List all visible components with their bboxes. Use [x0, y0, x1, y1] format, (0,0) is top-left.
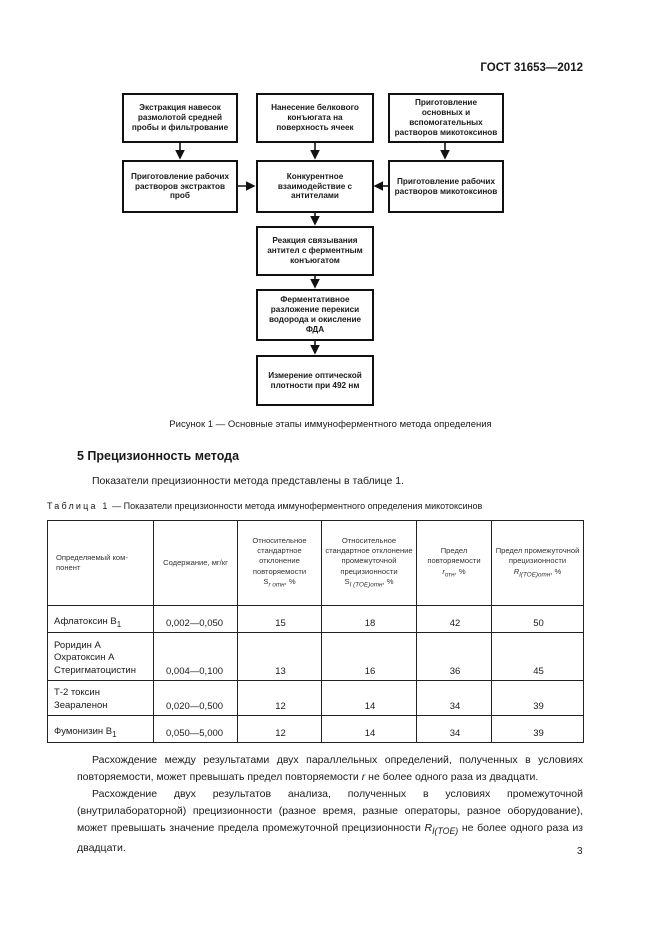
cell-repeatability-limit: 34 [416, 715, 492, 743]
cell-component: Т-2 токсин Зеараленон [47, 680, 154, 716]
box-competitive-interaction: Конкурентное взаимодействие с антителами [256, 160, 374, 213]
box-prep-main-solutions: Приготовление основных и вспомогательных… [388, 93, 504, 143]
cell-intermediate-limit: 50 [491, 605, 584, 633]
cell-component: Афлатоксин В1 [47, 605, 154, 633]
table-caption: Таблица 1 — Показатели прецизионности ме… [47, 501, 482, 511]
header-repeatability-sd: Относительное стандартное отклонение пов… [237, 520, 322, 606]
cell-repeatability-sd: 15 [237, 605, 322, 633]
table-caption-label: Таблица 1 [47, 501, 110, 511]
cell-repeatability-limit: 36 [416, 632, 492, 681]
cell-repeatability-sd: 12 [237, 715, 322, 743]
box-enzymatic-decomposition: Ферментативное разложение перекиси водор… [256, 289, 374, 341]
figure-caption: Рисунок 1 — Основные этапы иммунофермент… [169, 419, 492, 430]
table-caption-text: — Показатели прецизионности метода иммун… [112, 501, 483, 511]
cell-intermediate-sd: 18 [321, 605, 417, 633]
box-optical-measurement: Измерение оптической плотности при 492 н… [256, 355, 374, 406]
header-component: Определяемый ком-понент [47, 520, 154, 606]
table-row: Роридин А Охратоксин А Стеригматоцистин … [47, 632, 584, 681]
box-prep-extracts: Приготовление рабочих растворов экстракт… [122, 160, 238, 213]
header-content: Содержание, мг/кг [153, 520, 238, 606]
cell-intermediate-limit: 45 [491, 632, 584, 681]
page-number: 3 [577, 846, 583, 857]
cell-intermediate-sd: 16 [321, 632, 417, 681]
cell-component: Роридин А Охратоксин А Стеригматоцистин [47, 632, 154, 681]
precision-table: Определяемый ком-понент Содержание, мг/к… [47, 520, 584, 743]
header-intermediate-sd: Относительное стандартное отклонение про… [321, 520, 417, 606]
cell-repeatability-limit: 34 [416, 680, 492, 716]
cell-intermediate-sd: 14 [321, 680, 417, 716]
cell-intermediate-limit: 39 [491, 680, 584, 716]
paragraph-intermediate-precision: Расхождение двух результатов анализа, по… [77, 788, 583, 855]
cell-repeatability-limit: 42 [416, 605, 492, 633]
cell-repeatability-sd: 13 [237, 632, 322, 681]
flowchart-connectors [175, 143, 450, 355]
document-number: ГОСТ 31653—2012 [480, 62, 583, 74]
box-prep-working-solutions: Приготовление рабочих растворов микотокс… [388, 160, 504, 213]
cell-content: 0,050—5,000 [153, 715, 238, 743]
table-row: Т-2 токсин Зеараленон 0,020—0,500 12 14 … [47, 680, 584, 716]
cell-component: Фумонизин В1 [47, 715, 154, 743]
cell-intermediate-limit: 39 [491, 715, 584, 743]
cell-intermediate-sd: 14 [321, 715, 417, 743]
paragraph-repeatability: Расхождение между результатами двух пара… [77, 754, 583, 783]
cell-content: 0,004—0,100 [153, 632, 238, 681]
cell-repeatability-sd: 12 [237, 680, 322, 716]
box-binding-reaction: Реакция связывания антител с ферментным … [256, 226, 374, 276]
header-repeatability-limit: Предел повторяемости rотн, % [416, 520, 492, 606]
section-title: 5 Прецизионность метода [77, 449, 240, 463]
table-header-row: Определяемый ком-понент Содержание, мг/к… [47, 520, 584, 606]
box-protein-coating: Нанесение белкового конъюгата на поверхн… [256, 93, 374, 143]
table-row: Фумонизин В1 0,050—5,000 12 14 34 39 [47, 715, 584, 743]
box-extraction: Экстракция навесок размолотой средней пр… [122, 93, 238, 143]
cell-content: 0,020—0,500 [153, 680, 238, 716]
cell-content: 0,002—0,050 [153, 605, 238, 633]
header-intermediate-limit: Предел промежуточной прецизионности RI(T… [491, 520, 584, 606]
table-row: Афлатоксин В1 0,002—0,050 15 18 42 50 [47, 605, 584, 633]
section-intro: Показатели прецизионности метода предста… [92, 475, 404, 487]
